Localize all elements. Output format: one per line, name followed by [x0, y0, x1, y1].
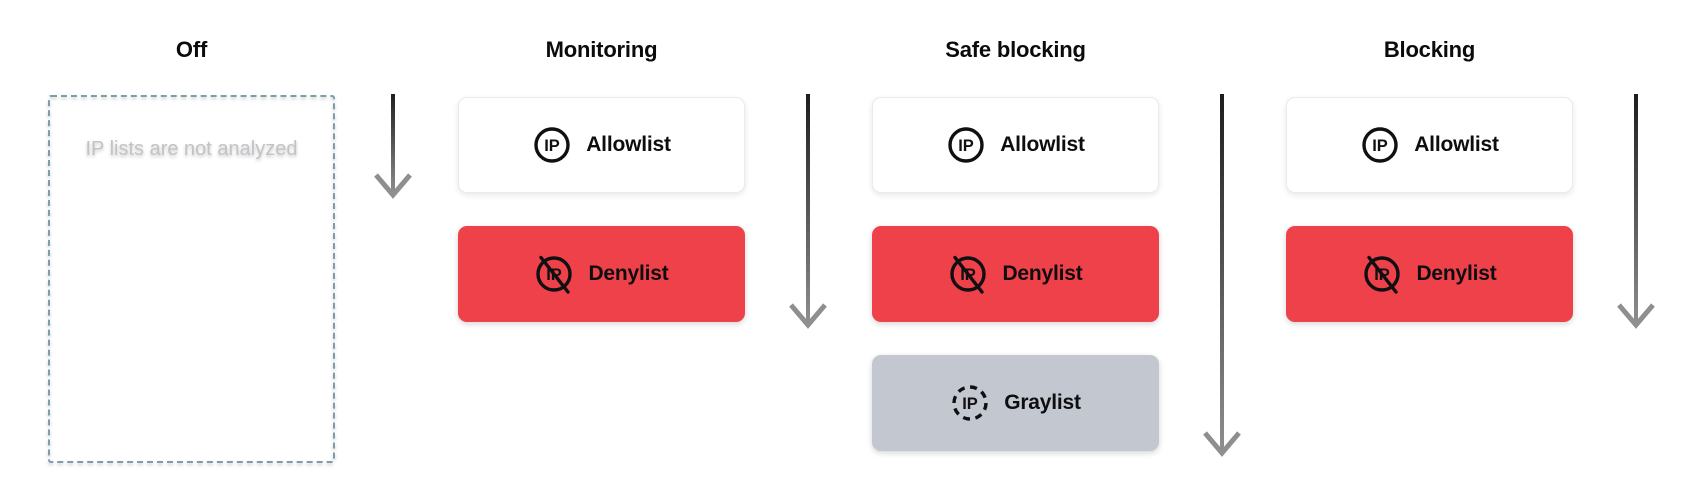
- ip-dashed-circle-icon: IP: [952, 385, 988, 421]
- column-title-safe-blocking: Safe blocking: [945, 37, 1086, 62]
- ip-circle-icon: IP: [948, 127, 984, 163]
- no-analysis-note: IP lists are not analyzed: [85, 138, 298, 160]
- ip-circle-icon: IP: [1362, 127, 1398, 163]
- column-safe-blocking: Safe blocking IP Allowlist IP Denylist I…: [872, 0, 1159, 500]
- column-monitoring: Monitoring IP Allowlist IP Denylist: [458, 0, 745, 500]
- denylist-card: IP Denylist: [1286, 226, 1573, 322]
- svg-text:IP: IP: [544, 137, 560, 155]
- no-analysis-box: IP lists are not analyzed: [48, 95, 335, 463]
- column-off: Off IP lists are not analyzed: [48, 0, 335, 500]
- svg-text:IP: IP: [958, 137, 974, 155]
- down-arrow-icon: [374, 94, 412, 199]
- card-label: Allowlist: [586, 133, 671, 156]
- card-label: Denylist: [1416, 262, 1497, 285]
- graylist-card: IP Graylist: [872, 355, 1159, 451]
- column-title-blocking: Blocking: [1383, 37, 1476, 62]
- card-label: Denylist: [1002, 262, 1083, 285]
- down-arrow-icon: [789, 94, 827, 329]
- ip-crossed-circle-icon: IP: [536, 255, 573, 294]
- allowlist-card: IP Allowlist: [1286, 97, 1573, 193]
- column-blocking: Blocking IP Allowlist IP Denylist: [1286, 0, 1573, 500]
- card-label: Denylist: [588, 262, 669, 285]
- allowlist-card: IP Allowlist: [872, 97, 1159, 193]
- denylist-card: IP Denylist: [458, 226, 745, 322]
- card-label: Allowlist: [1000, 133, 1085, 156]
- down-arrow-icon: [1203, 94, 1241, 457]
- svg-text:IP: IP: [962, 395, 978, 413]
- denylist-card: IP Denylist: [872, 226, 1159, 322]
- ip-circle-icon: IP: [534, 127, 570, 163]
- svg-text:IP: IP: [1372, 137, 1388, 155]
- column-title-off: Off: [175, 37, 208, 62]
- down-arrow-icon: [1617, 94, 1655, 329]
- allowlist-card: IP Allowlist: [458, 97, 745, 193]
- card-label: Graylist: [1004, 391, 1081, 414]
- ip-crossed-circle-icon: IP: [1364, 255, 1401, 294]
- column-title-monitoring: Monitoring: [545, 37, 658, 62]
- ip-crossed-circle-icon: IP: [950, 255, 987, 294]
- card-label: Allowlist: [1414, 133, 1499, 156]
